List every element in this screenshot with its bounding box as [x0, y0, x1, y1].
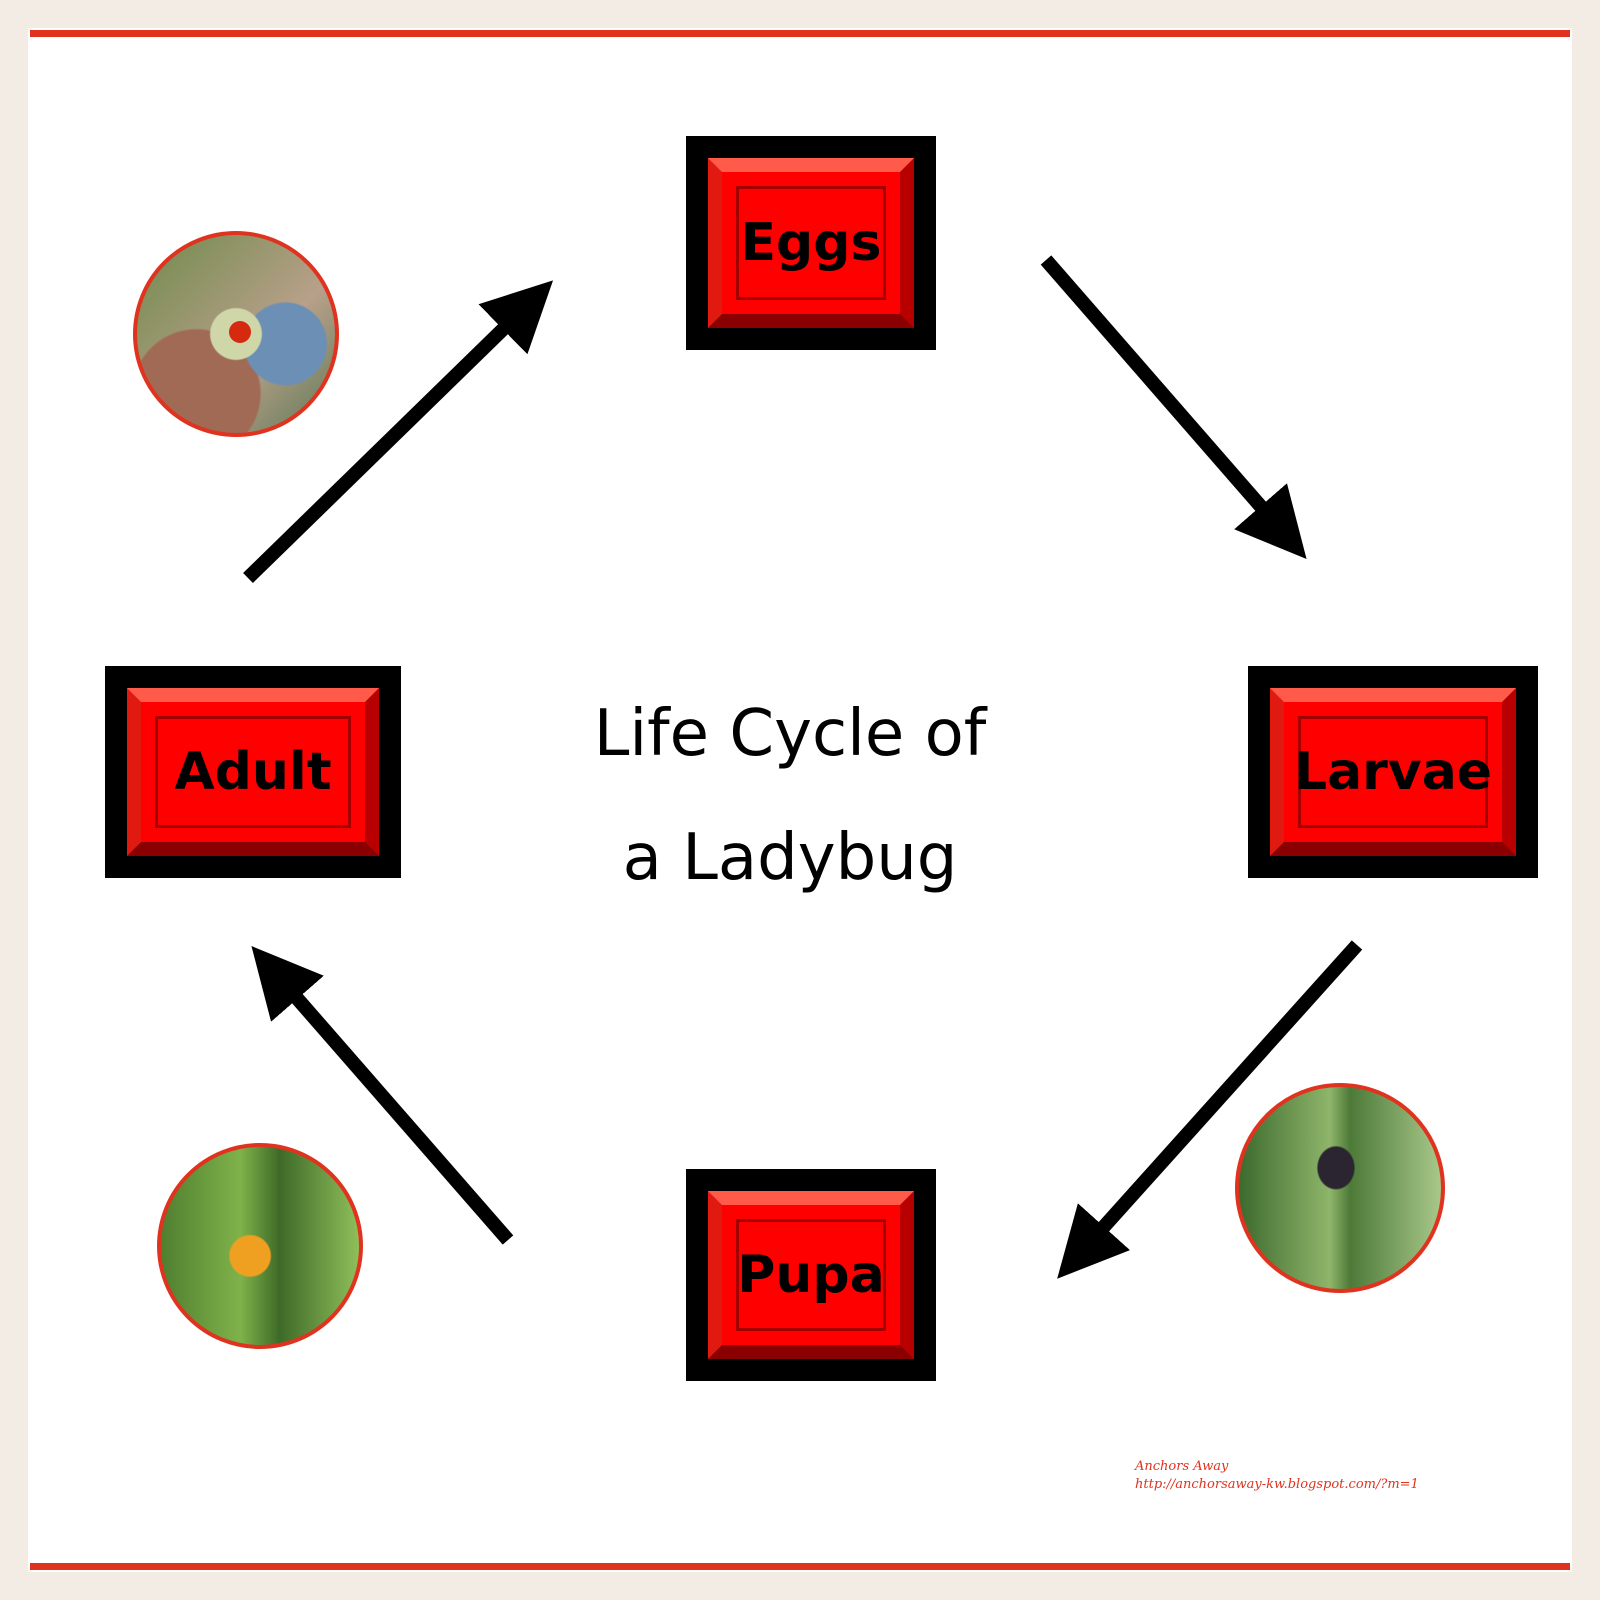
watermark: Anchors Away http://anchorsaway-kw.blogs…: [1135, 1458, 1495, 1494]
larva-photo: [1235, 1083, 1445, 1293]
watermark-name: Anchors Away: [1135, 1459, 1229, 1474]
title-line-1: Life Cycle of: [593, 697, 987, 771]
stage-adult: Adult: [105, 666, 401, 878]
top-rule: [30, 30, 1570, 37]
stage-eggs: Eggs: [686, 136, 936, 350]
title-line-2: a Ladybug: [622, 821, 958, 895]
diagram-title: Life Cycle of a Ladybug: [560, 672, 1020, 920]
arrow-larvae-to-pupa: [1057, 940, 1363, 1279]
pupa-photo: [157, 1143, 363, 1349]
bottom-rule: [30, 1563, 1570, 1570]
stage-larvae: Larvae: [1248, 666, 1538, 878]
stage-adult-label: Adult: [174, 742, 332, 802]
arrow-eggs-to-larvae: [1040, 255, 1307, 559]
watermark-url: http://anchorsaway-kw.blogspot.com/?m=1: [1135, 1477, 1419, 1492]
arrow-adult-to-eggs: [243, 280, 554, 584]
arrow-pupa-to-adult: [251, 946, 514, 1245]
stage-larvae-label: Larvae: [1293, 742, 1493, 802]
stage-pupa-label: Pupa: [737, 1245, 885, 1305]
adult-ladybug-photo: [133, 231, 339, 437]
stage-eggs-label: Eggs: [740, 213, 882, 273]
stage-pupa: Pupa: [686, 1169, 936, 1381]
ladybug-icon: [229, 321, 251, 343]
